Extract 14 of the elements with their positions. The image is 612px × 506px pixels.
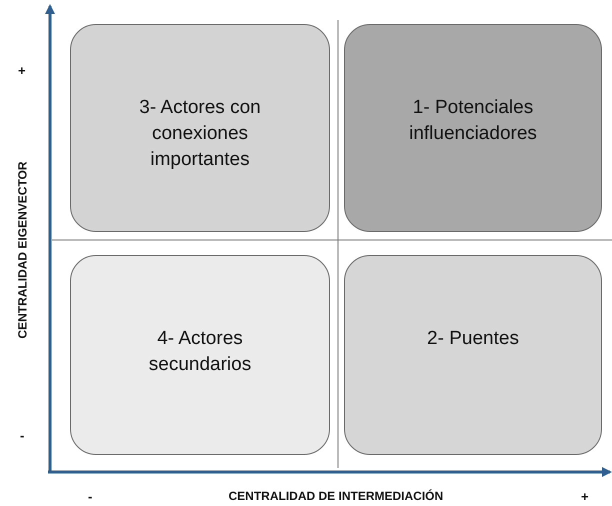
axis-title: CENTRALIDAD DE INTERMEDIACIÓN [228, 489, 444, 503]
quadrant-box [344, 255, 602, 455]
quadrant-label: 3- Actores con conexiones importantes [138, 96, 262, 172]
axis-end-mark: - [20, 428, 24, 442]
axis-end-mark: + [18, 62, 26, 78]
quadrant-label: 2- Puentes [426, 327, 520, 351]
axis-title: CENTRALIDAD EIGENVECTOR [15, 161, 30, 339]
quadrant-box [344, 24, 602, 232]
quadrant-box [70, 255, 330, 455]
axis-end-mark: - [88, 488, 92, 504]
quadrant-box [70, 24, 330, 232]
axis-end-mark: + [581, 488, 589, 504]
quadrant-label: 4- Actores secundarios [148, 327, 252, 377]
quadrant-label: 1- Potenciales influenciadores [408, 96, 538, 146]
